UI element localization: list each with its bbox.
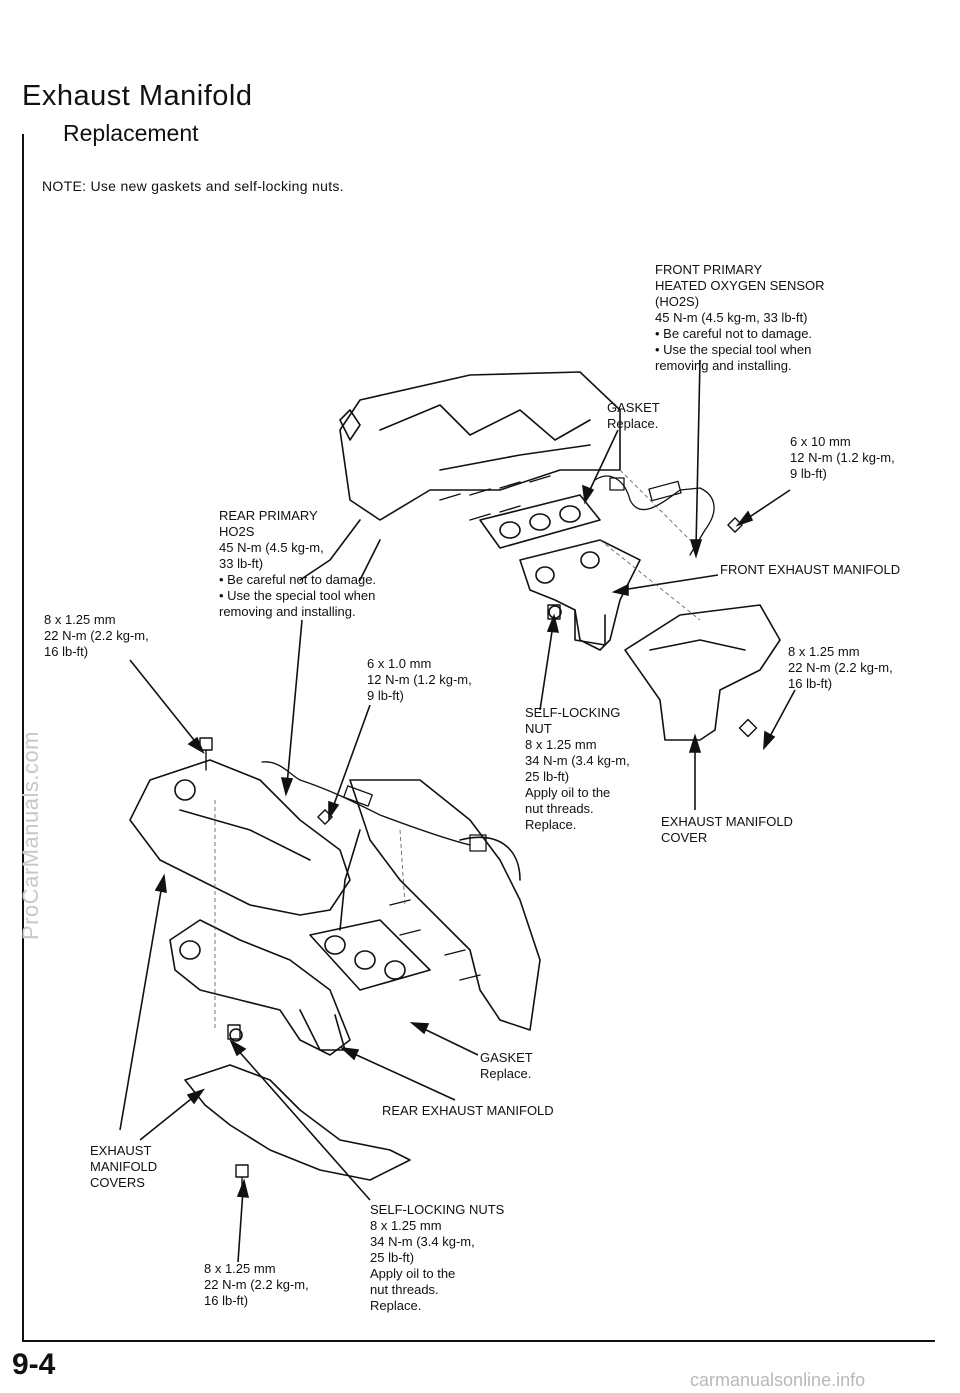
label-self-locking-nut: SELF-LOCKING NUT 8 x 1.25 mm 34 N-m (3.4… <box>525 705 630 832</box>
label-bolt-6x10: 6 x 10 mm 12 N-m (1.2 kg-m, 9 lb-ft) <box>790 434 895 481</box>
label-front-ho2s: FRONT PRIMARY HEATED OXYGEN SENSOR (HO2S… <box>655 262 825 373</box>
footer-watermark: carmanualsonline.info <box>690 1370 866 1390</box>
leader-front-manifold <box>611 574 719 596</box>
label-front-exhaust-manifold: FRONT EXHAUST MANIFOLD <box>720 562 901 577</box>
label-rear-exhaust-manifold: REAR EXHAUST MANIFOLD <box>382 1103 554 1118</box>
bottom-studs <box>389 899 481 981</box>
leader-self-locking-nut <box>539 613 560 711</box>
label-bolt-right: 8 x 1.25 mm 22 N-m (2.2 kg-m, 16 lb-ft) <box>788 644 893 691</box>
gasket-top-shape <box>479 494 601 549</box>
rear-cover-top-shape <box>129 759 351 916</box>
leader-6x10 <box>735 489 791 527</box>
front-cover-shape <box>624 604 781 741</box>
page-title: Exhaust Manifold <box>22 80 253 112</box>
leader-self-locking-nuts <box>229 1039 371 1201</box>
engine-block-lower <box>339 779 541 1031</box>
leader-6x1 <box>328 704 371 821</box>
label-exhaust-manifold-covers: EXHAUST MANIFOLD COVERS <box>90 1143 158 1190</box>
alignment-lines <box>214 469 701 1030</box>
label-bolt-bottom: 8 x 1.25 mm 22 N-m (2.2 kg-m, 16 lb-ft) <box>204 1261 309 1308</box>
leader-covers-bottom <box>139 1088 206 1141</box>
leader-bolt-left <box>129 659 205 754</box>
note-text: NOTE: Use new gaskets and self-locking n… <box>42 178 344 194</box>
label-exhaust-manifold-cover: EXHAUST MANIFOLD COVER <box>661 814 793 845</box>
section-subtitle: Replacement <box>55 120 207 147</box>
engine-head-top <box>299 371 621 581</box>
page-number: 9-4 <box>12 1348 56 1381</box>
leader-front-cover <box>688 733 702 810</box>
label-gasket-top: GASKET Replace. <box>607 400 660 431</box>
leader-rear-manifold <box>339 1046 456 1101</box>
top-studs <box>439 475 551 521</box>
gasket-bottom-shape <box>309 919 431 991</box>
bolts <box>199 517 758 1196</box>
label-bolt-6x1: 6 x 1.0 mm 12 N-m (1.2 kg-m, 9 lb-ft) <box>367 656 472 703</box>
front-manifold-shape <box>519 539 641 651</box>
leader-rear-ho2s <box>280 619 303 797</box>
label-gasket-bottom: GASKET Replace. <box>480 1050 533 1081</box>
label-self-locking-nuts: SELF-LOCKING NUTS 8 x 1.25 mm 34 N-m (3.… <box>370 1202 505 1313</box>
leader-bolt-right <box>763 689 796 751</box>
rear-cover-bottom-shape <box>184 1064 411 1181</box>
front-sensor-wire <box>594 475 715 556</box>
section-frame <box>22 134 935 1342</box>
label-bolt-left: 8 x 1.25 mm 22 N-m (2.2 kg-m, 16 lb-ft) <box>44 612 149 659</box>
rear-manifold-shape <box>169 919 351 1056</box>
leader-bolt-bottom <box>236 1178 250 1263</box>
side-watermark: ProCarManuals.com <box>18 730 43 940</box>
label-rear-ho2s: REAR PRIMARY HO2S 45 N-m (4.5 kg-m, 33 l… <box>219 508 377 619</box>
leader-gasket-top <box>582 429 619 505</box>
leader-covers-top <box>119 873 167 1131</box>
leader-front-ho2s <box>689 359 703 559</box>
leader-gasket-bottom <box>409 1022 479 1056</box>
rear-sensor-wire <box>261 761 487 852</box>
